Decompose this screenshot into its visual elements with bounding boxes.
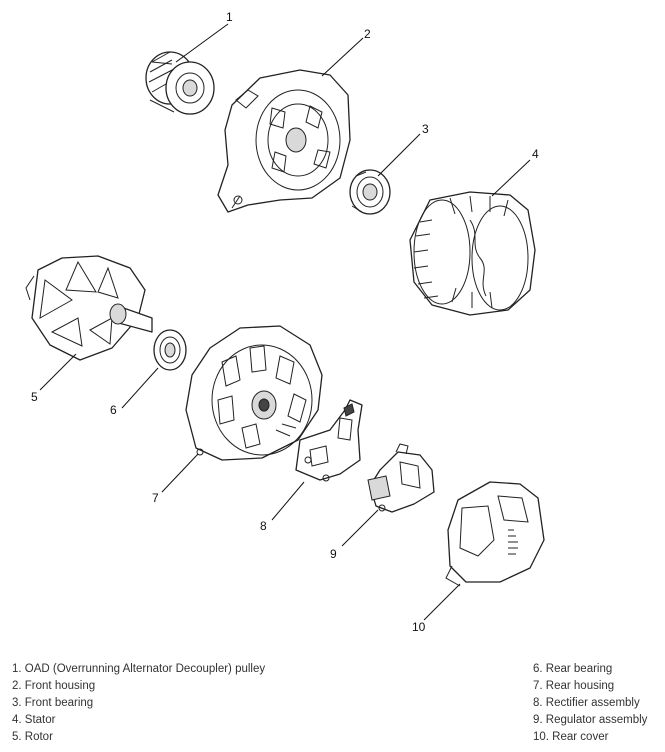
legend-item-2: 2. Front housing [12, 680, 96, 692]
front-bearing [349, 169, 391, 215]
leader-5 [39, 353, 77, 391]
callout-4: 4 [532, 147, 539, 161]
legend-item-7: 7. Rear housing [533, 680, 615, 692]
callout-6: 6 [110, 403, 117, 417]
leader-2 [321, 37, 364, 77]
leader-3 [377, 133, 421, 177]
callout-1: 1 [226, 10, 233, 24]
leader-8 [271, 481, 305, 521]
rotor [25, 255, 153, 361]
leader-7 [161, 453, 199, 493]
exploded-view-diagram: 1 2 3 4 5 6 7 8 9 10 [25, 10, 545, 634]
leader-1 [175, 23, 229, 63]
legend-right-column: 6. Rear bearing 7. Rear housing 8. Recti… [533, 661, 647, 746]
rear-cover [445, 481, 545, 587]
legend-item-4: 4. Stator [12, 714, 56, 726]
legend-item-9: 9. Regulator assembly [533, 714, 648, 726]
callout-3: 3 [422, 122, 429, 136]
rear-housing [185, 325, 323, 461]
leader-10 [423, 583, 461, 621]
leader-9 [341, 509, 379, 547]
legend-item-1: 1. OAD (Overrunning Alternator Decoupler… [12, 663, 266, 675]
regulator-assembly [367, 443, 435, 513]
callout-5: 5 [31, 390, 38, 404]
callout-7: 7 [152, 491, 159, 505]
oad-pulley [145, 51, 215, 115]
legend-item-10: 10. Rear cover [533, 731, 609, 743]
callout-2: 2 [364, 27, 371, 41]
callout-labels: 1 2 3 4 5 6 7 8 9 10 [31, 10, 539, 634]
leader-4 [491, 159, 531, 197]
leader-lines [39, 23, 531, 621]
callout-8: 8 [260, 519, 267, 533]
stator [409, 191, 536, 316]
legend-item-6: 6. Rear bearing [533, 663, 613, 675]
legend-item-3: 3. Front bearing [12, 697, 94, 709]
callout-10: 10 [412, 620, 426, 634]
legend-item-5: 5. Rotor [12, 731, 53, 743]
legend-item-8: 8. Rectifier assembly [533, 697, 640, 709]
legend-left-column: 1. OAD (Overrunning Alternator Decoupler… [12, 661, 265, 746]
leader-6 [121, 367, 159, 409]
rectifier-assembly [295, 399, 363, 482]
callout-9: 9 [330, 547, 337, 561]
rear-bearing [153, 329, 187, 371]
front-housing [217, 69, 351, 213]
